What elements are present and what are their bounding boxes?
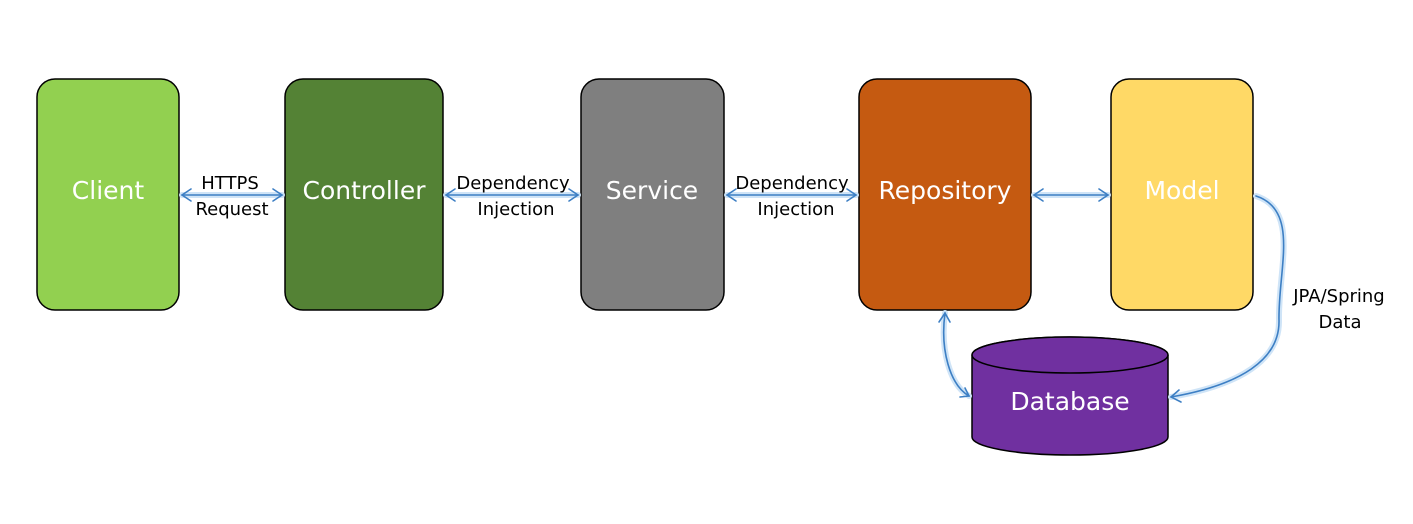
edge-label-dependency-2: Dependency: [735, 173, 849, 194]
edge-label-dependency-1: Dependency: [456, 173, 570, 194]
arrow-client-controller: [179, 188, 285, 202]
controller-label: Controller: [303, 176, 427, 205]
arrow-repository-database: [938, 310, 972, 399]
controller-box: [284, 78, 444, 311]
edge-label-request: Request: [195, 199, 268, 220]
model-box: [1110, 78, 1254, 311]
client-label: Client: [72, 176, 145, 205]
client-box: [36, 78, 180, 311]
controller-node: Controller: [284, 78, 444, 311]
database-cylinder-top: [971, 336, 1169, 374]
edge-label-injection-1: Injection: [477, 199, 554, 220]
edge-label-jpa-spring: JPA/Spring: [1292, 286, 1384, 307]
database-node: Database: [971, 336, 1169, 456]
client-node: Client: [36, 78, 180, 311]
edge-label-controller-service: Dependency Injection: [456, 173, 570, 220]
model-label: Model: [1144, 176, 1219, 205]
arrow-service-repository: [724, 188, 859, 202]
arrow-repository-model: [1031, 188, 1111, 202]
service-box: [580, 78, 725, 311]
service-node: Service: [580, 78, 725, 311]
repository-label: Repository: [879, 176, 1012, 205]
repository-node: Repository: [858, 78, 1032, 311]
edge-label-https: HTTPS: [201, 173, 259, 194]
edge-label-data: Data: [1319, 312, 1362, 333]
arrow-controller-service: [443, 188, 581, 202]
arrow-model-database: [1168, 193, 1287, 403]
edge-label-model-database: JPA/Spring Data: [1292, 286, 1384, 333]
edge-label-client-controller: HTTPS Request: [195, 173, 268, 220]
service-label: Service: [606, 176, 698, 205]
model-node: Model: [1110, 78, 1254, 311]
database-label: Database: [1010, 387, 1129, 416]
edge-label-service-repository: Dependency Injection: [735, 173, 849, 220]
edge-label-injection-2: Injection: [757, 199, 834, 220]
